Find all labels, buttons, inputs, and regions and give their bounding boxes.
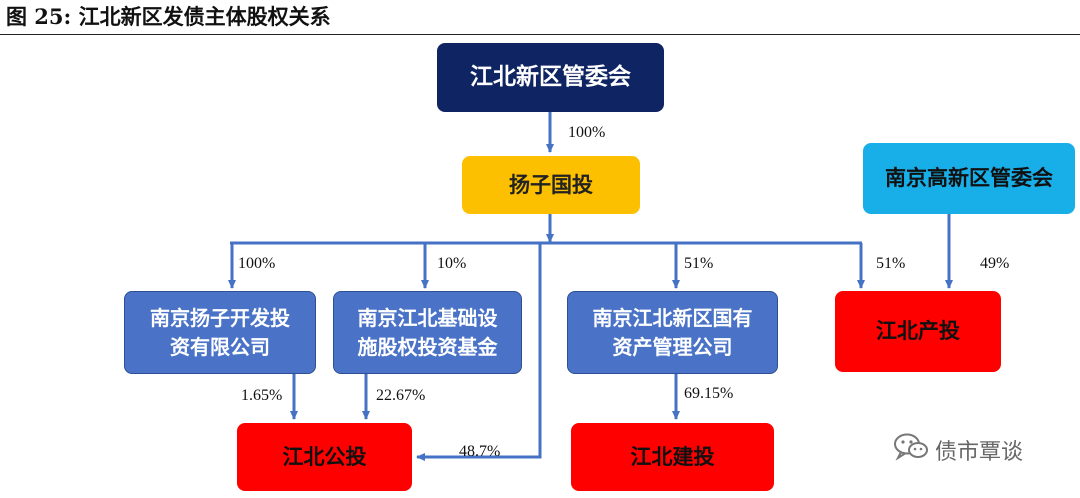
node-jiangbei-state-asset-management: 南京江北新区国有 资产管理公司 bbox=[567, 291, 778, 374]
node-label-line1: 南京扬子开发投 bbox=[150, 305, 290, 330]
pct-yzgt-jbjc: 10% bbox=[437, 255, 467, 272]
node-label-line2: 施股权投资基金 bbox=[357, 334, 498, 359]
node-jiangbei-public-investment: 江北公投 bbox=[237, 423, 412, 491]
node-label-line2: 资有限公司 bbox=[170, 334, 270, 359]
pct-jbjc-jbgt: 22.67% bbox=[376, 387, 426, 404]
pct-yzgt-jbct: 51% bbox=[876, 255, 906, 272]
node-label: 江北新区管委会 bbox=[470, 63, 631, 90]
pct-yzgt-yzkf: 100% bbox=[238, 255, 276, 272]
node-nanjing-hitech-admin-committee: 南京高新区管委会 bbox=[863, 143, 1075, 214]
node-label-line2: 资产管理公司 bbox=[612, 334, 733, 359]
wechat-icon bbox=[893, 432, 929, 468]
node-yangzi-development-investment: 南京扬子开发投 资有限公司 bbox=[124, 291, 316, 374]
node-label: 江北建投 bbox=[630, 444, 715, 469]
node-jiangbei-construction-investment: 江北建投 bbox=[571, 423, 774, 491]
pct-yzkf-jbgt: 1.65% bbox=[241, 387, 283, 404]
watermark: 债市覃谈 bbox=[893, 432, 1023, 468]
node-label: 江北产投 bbox=[876, 319, 960, 344]
node-label: 江北公投 bbox=[282, 444, 367, 469]
pct-yzgt-jbgt: 48.7% bbox=[459, 443, 501, 460]
node-yangzi-state-investment: 扬子国投 bbox=[462, 156, 640, 214]
node-label-line1: 南京江北新区国有 bbox=[592, 305, 753, 330]
node-jiangbei-infrastructure-fund: 南京江北基础设 施股权投资基金 bbox=[333, 291, 522, 374]
node-label: 扬子国投 bbox=[509, 172, 593, 197]
pct-yzgt-jbgy: 51% bbox=[684, 255, 714, 272]
pct-jbgy-jbjt: 69.15% bbox=[684, 385, 734, 402]
figure-title: 图 25: 江北新区发债主体股权关系 bbox=[6, 4, 331, 29]
pct-gwh-yzgt: 100% bbox=[568, 124, 606, 141]
node-label-line1: 南京江北基础设 bbox=[357, 305, 498, 330]
pct-gxq-jbct: 49% bbox=[980, 255, 1010, 272]
node-jiangbei-admin-committee: 江北新区管委会 bbox=[437, 43, 664, 112]
node-label: 南京高新区管委会 bbox=[885, 166, 1053, 191]
title-divider bbox=[0, 34, 1080, 35]
node-jiangbei-industry-investment: 江北产投 bbox=[835, 291, 1001, 372]
watermark-text: 债市覃谈 bbox=[935, 440, 1024, 465]
edge-yzgt-jbgt bbox=[416, 243, 542, 461]
